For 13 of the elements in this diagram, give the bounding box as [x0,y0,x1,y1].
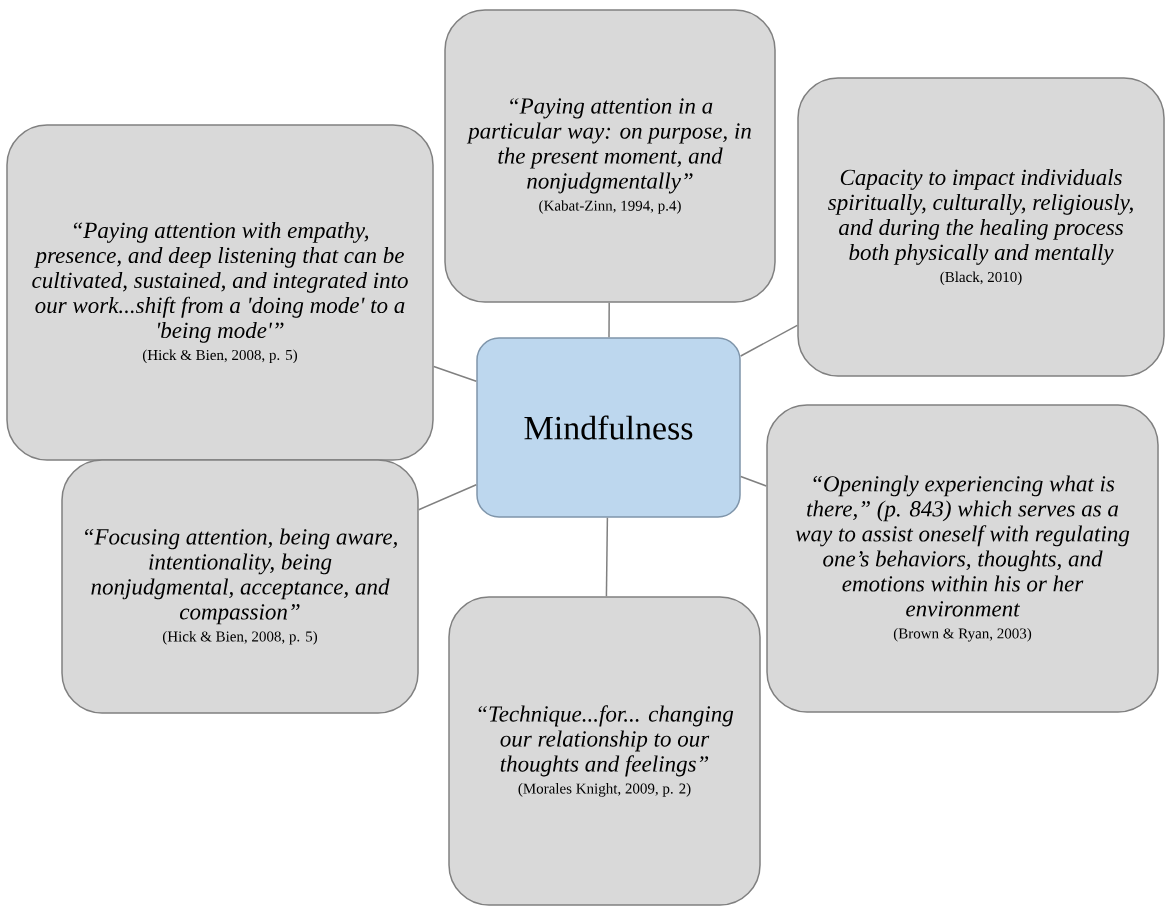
connector-line [740,475,767,487]
connector-line [605,517,609,597]
quote-box: “Focusing attention, being aware, intentionality, being nonjudgmental, acceptance, and compassion” (Hick & Bien, 2008, p. 5) [61,459,419,714]
quote-box: Capacity to impact individuals spiritually, culturally, religiously, and during the healing process both physically and mentally (Black, 2010) [797,77,1165,377]
connector-line [740,324,798,357]
connector-line [433,365,477,383]
connector-line [608,302,610,338]
quote-box: “Openingly experiencing what is there,” (p. 843) which serves as a way to assist oneself with regulating one’s behaviors, thoughts, and emotions within his or her environment (Brown & Ryan, 2003) [766,404,1159,713]
connector-line [418,484,477,511]
topic-box: Mindfulness [476,337,741,518]
quote-box: “Paying attention with empathy, presence, and deep listening that can be cultivated, sustained, and integrated into our work...shift from a 'doing mode' to a 'being mode'” (Hick & Bien, 2008, p. 5) [6,124,434,461]
quote-box: “Technique...for... changing our relationship to our thoughts and feelings” (Morales Knight, 2009, p. 2) [448,596,761,906]
quote-box: “Paying attention in a particular way: on purpose, in the present moment, and nonjudgmentally” (Kabat-Zinn, 1994, p.4) [444,9,776,303]
